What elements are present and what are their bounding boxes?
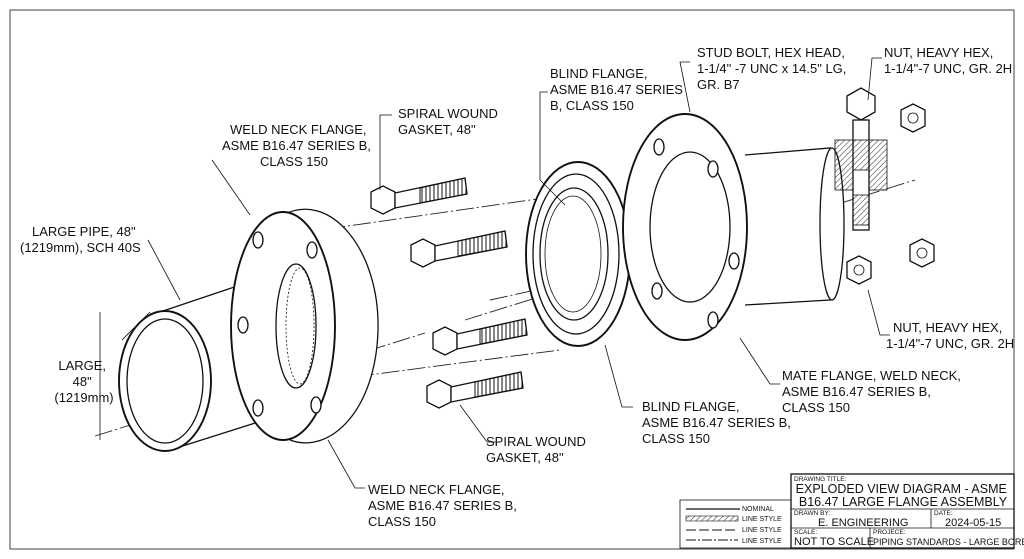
flange-bolt-holes-left	[237, 231, 322, 417]
line-style-legend: NOMINAL LINE STYLE LINE STYLE LINE STYLE	[679, 499, 792, 549]
label-blind-bottom: BLIND FLANGE, ASME B16.47 SERIES B, CLAS…	[642, 399, 794, 446]
label-weld-neck-bottom: WELD NECK FLANGE, ASME B16.47 SERIES B, …	[368, 482, 520, 529]
stud-bolt-2	[410, 230, 508, 268]
label-large-pipe: LARGE PIPE, 48" (1219mm), SCH 40S	[20, 224, 141, 255]
label-nut-top: NUT, HEAVY HEX, 1-1/4"-7 UNC, GR. 2H	[884, 45, 1012, 76]
date-value: 2024-05-15	[945, 517, 1001, 529]
drawn-by-label: DRAWN BY:	[794, 510, 830, 517]
label-stud-bolt: STUD BOLT, HEX HEAD, 1-1/4" -7 UNC x 14.…	[697, 45, 850, 92]
date-label: DATE:	[934, 510, 953, 517]
drawing-title: EXPLODED VIEW DIAGRAM - ASME B16.47 LARG…	[796, 482, 1011, 509]
flange-bolt-holes-right	[651, 138, 740, 329]
legend-line-style-3: LINE STYLE	[742, 538, 782, 545]
stud-bolt-section	[834, 87, 888, 231]
label-large-dimension: LARGE, 48" (1219mm)	[54, 358, 113, 405]
project-value: PIPING STANDARDS - LARGE BORE	[873, 537, 1024, 547]
project-label: PROJECE:	[873, 529, 906, 536]
legend-nominal: NOMINAL	[742, 506, 774, 513]
heavy-hex-nut-3	[846, 255, 872, 285]
leader-lines	[99, 57, 890, 489]
drawn-by-value: E. ENGINEERING	[818, 517, 908, 529]
stud-bolt-4	[426, 371, 524, 409]
weld-neck-flange-left	[230, 208, 379, 444]
title-block: DRAWING TITLE: EXPLODED VIEW DIAGRAM - A…	[790, 473, 1024, 549]
spiral-wound-gasket	[525, 161, 631, 347]
mate-flange-right	[622, 113, 845, 341]
legend-line-style-1: LINE STYLE	[742, 516, 782, 523]
label-weld-neck-top: WELD NECK FLANGE, ASME B16.47 SERIES B, …	[222, 122, 374, 169]
stud-bolt-1	[370, 177, 468, 215]
heavy-hex-nut-1	[900, 103, 926, 133]
scale-label: SCALE:	[794, 529, 817, 536]
heavy-hex-nut-2	[909, 238, 935, 268]
label-mate-flange: MATE FLANGE, WELD NECK, ASME B16.47 SERI…	[782, 368, 965, 415]
sheet-border	[9, 9, 1015, 550]
drawing-title-label: DRAWING TITLE:	[794, 476, 847, 483]
label-blind-top: BLIND FLANGE, ASME B16.47 SERIES B, CLAS…	[550, 66, 687, 113]
scale-value: NOT TO SCALE	[794, 536, 874, 548]
stud-bolt-3	[432, 318, 528, 356]
legend-line-style-2: LINE STYLE	[742, 527, 782, 534]
label-nut-bottom: NUT, HEAVY HEX, 1-1/4"-7 UNC, GR. 2H	[886, 320, 1014, 351]
label-gasket-bottom: SPIRAL WOUND GASKET, 48"	[486, 434, 590, 465]
label-gasket-top: SPIRAL WOUND GASKET, 48"	[398, 106, 502, 137]
